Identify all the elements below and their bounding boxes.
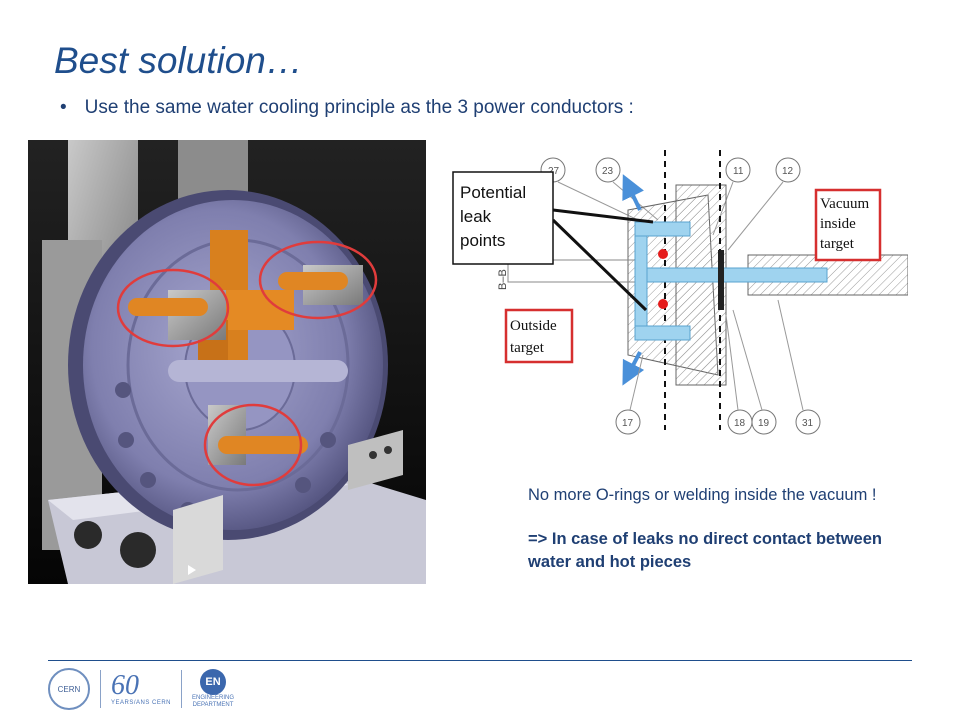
note-bold-text: => In case of leaks no direct contact be… — [528, 530, 882, 571]
label-potential-line1: Potential — [460, 183, 526, 202]
footer-logos: CERN 60 YEARS/ANS CERN EN ENGINEERING DE… — [48, 664, 348, 714]
label-potential-line2: leak — [460, 207, 492, 226]
callout-17: 17 — [622, 418, 634, 429]
callout-18: 18 — [734, 418, 746, 429]
label-outside: Outside target — [504, 308, 574, 364]
callout-31: 31 — [802, 418, 814, 429]
slide-title: Best solution… — [54, 40, 303, 81]
label-outside-line1: Outside — [510, 318, 557, 334]
label-potential-line3: points — [460, 231, 505, 250]
footer-separator-2 — [181, 670, 183, 708]
en-dept-line1: ENGINEERING — [192, 695, 235, 701]
callout-27: 27 — [548, 166, 560, 177]
section-label: B–B — [497, 269, 509, 290]
note-plain-text: No more O-rings or welding inside the va… — [528, 486, 877, 504]
callout-12: 12 — [782, 166, 794, 177]
cern-logo: CERN — [48, 668, 90, 710]
conclusion-note: No more O-rings or welding inside the va… — [528, 484, 918, 573]
en-department-logo: EN ENGINEERING DEPARTMENT — [192, 669, 234, 709]
bullet-item: • Use the same water cooling principle a… — [60, 97, 634, 119]
label-vacuum-line2: inside — [820, 216, 856, 232]
footer-divider — [48, 660, 912, 661]
cross-section-drawing: 27 23 11 12 B–B — [452, 150, 909, 435]
callouts-bottom: 17 18 19 31 — [615, 299, 821, 435]
target-assembly-illustration — [28, 140, 426, 584]
en-logo-circle: EN — [200, 669, 227, 695]
target-assembly-render — [28, 140, 426, 584]
cern-logo-text: CERN — [57, 684, 81, 694]
callout-19: 19 — [758, 418, 770, 429]
label-potential-leak: Potential leak points — [452, 171, 554, 265]
sixty-years-logo: 60 YEARS/ANS CERN — [111, 670, 172, 707]
label-vacuum-line1: Vacuum — [820, 196, 869, 212]
label-outside-line2: target — [510, 340, 545, 356]
label-vacuum: Vacuum inside target — [814, 188, 882, 262]
cross-section-diagram: 27 23 11 12 B–B — [448, 140, 909, 440]
callout-23: 23 — [602, 166, 614, 177]
en-dept-line2: DEPARTMENT — [192, 702, 234, 708]
sixty-years-number: 60 — [111, 670, 139, 701]
sixty-years-caption: YEARS/ANS CERN — [111, 700, 172, 706]
callout-11: 11 — [733, 166, 744, 177]
footer-separator — [100, 670, 101, 708]
bullet-marker: • — [60, 97, 67, 118]
bullet-text: Use the same water cooling principle as … — [84, 97, 634, 118]
label-vacuum-line3: target — [820, 236, 855, 252]
